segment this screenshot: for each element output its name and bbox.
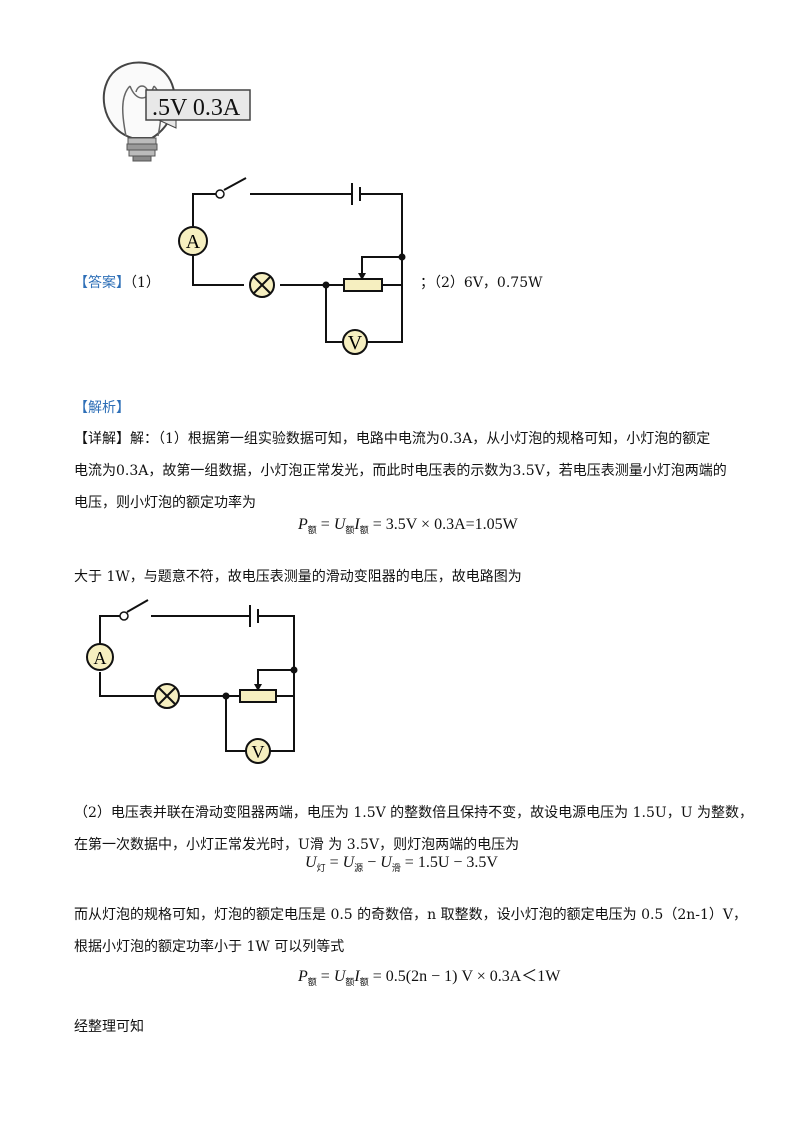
detail-line-4: 大于 1W，与题意不符，故电压表测量的滑动变阻器的电压，故电路图为 (74, 569, 522, 585)
svg-text:A: A (94, 648, 107, 668)
analysis-tag: 【解析】 (74, 400, 130, 416)
voltmeter (342, 329, 368, 355)
detail-line-1: 【详解】解：（1）根据第一组实验数据可知，电路中电流为0.3A，从小灯泡的规格可… (74, 431, 711, 447)
formula-2: U灯 = U源 − U滑 = 1.5U − 3.5V (305, 854, 498, 874)
circuit-diagram-detail: A V (86, 599, 298, 764)
voltmeter (245, 738, 271, 764)
last-line: 经整理可知 (74, 1019, 144, 1035)
rheostat-arrow (358, 273, 366, 280)
part3-line-2: 根据小灯泡的额定功率小于 1W 可以列等式 (74, 939, 345, 955)
voltmeter-label: V (348, 332, 363, 354)
rheostat (343, 278, 383, 292)
lamp-icon (154, 683, 180, 709)
answer-part1: （1） (130, 275, 160, 291)
bulb-label-box: .5V 0.3A (145, 89, 251, 129)
answer-part2: ；（2）6V，0.75W (420, 275, 543, 291)
ammeter-label: A (186, 231, 201, 253)
bulb-label: .5V 0.3A (152, 95, 241, 121)
svg-text:V: V (252, 742, 265, 762)
part3-line-1: 而从灯泡的规格可知，灯泡的额定电压是 0.5 的奇数倍，n 取整数，设小灯泡的额… (74, 907, 748, 923)
lamp-icon (249, 272, 275, 298)
detail-line-3: 电压，则小灯泡的额定功率为 (74, 495, 256, 511)
rheostat (239, 689, 277, 703)
part2-line-1: （2）电压表并联在滑动变阻器两端，电压为 1.5V 的整数倍且保持不变，故设电源… (74, 805, 753, 821)
ammeter (86, 643, 114, 671)
formula-3: P额 = U额I额 = 0.5(2n − 1) V × 0.3A＜1W (298, 968, 561, 988)
bulb-figure: .5V 0.3A (102, 61, 251, 162)
switch-contact (215, 189, 225, 199)
answer-tag: 【答案】 (74, 275, 130, 291)
ammeter (178, 226, 208, 256)
detail-tag: 【详解】 (74, 431, 130, 447)
circuit-diagram-answer: A V (178, 177, 406, 355)
detail-line-2: 电流为0.3A，故第一组数据，小灯泡正常发光，而此时电压表的示数为3.5V，若电… (74, 463, 727, 479)
formula-1: P额 = U额I额 = 3.5V × 0.3A=1.05W (298, 516, 518, 536)
part2-line-2: 在第一次数据中，小灯正常发光时，U滑 为 3.5V，则灯泡两端的电压为 (74, 837, 520, 853)
answer-line: 【答案】（1） (74, 272, 160, 292)
